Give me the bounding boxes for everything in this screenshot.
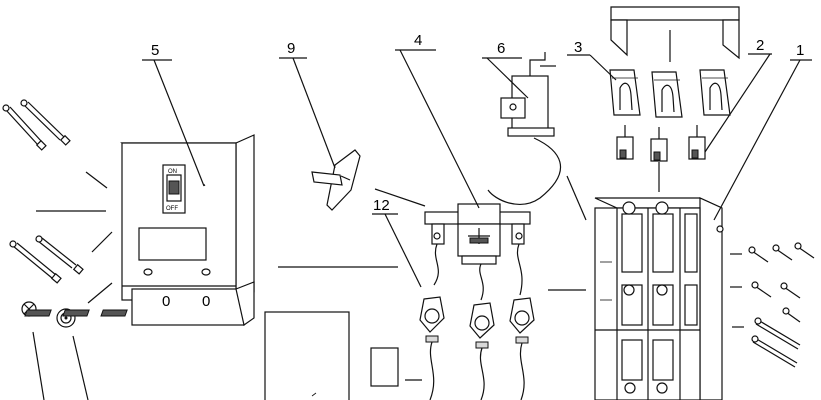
callout-12: 12	[373, 197, 390, 214]
part-5-solenoid	[487, 52, 562, 205]
leader-5	[486, 57, 529, 99]
part-12-heater-elements	[419, 243, 535, 400]
callout-6: 5	[151, 42, 159, 59]
part-6-front-panel: ON OFF 0 0	[24, 134, 255, 327]
leader-9	[292, 57, 336, 169]
rotary-knob	[56, 308, 89, 400]
front-mark-1: 0	[162, 293, 170, 310]
explosion-line-12	[374, 188, 426, 207]
callout-4: 4	[414, 32, 422, 49]
part-2-contacts	[616, 125, 706, 192]
indicator-lamp	[21, 301, 45, 400]
part-9-handle	[311, 149, 361, 211]
callout-5: 6	[497, 40, 505, 57]
front-mark-2: 0	[202, 293, 210, 310]
explosion-line-base	[566, 175, 587, 221]
callout-1: 1	[796, 42, 804, 59]
part-4-trip-unit	[424, 203, 531, 265]
small-label-plate	[370, 347, 399, 387]
long-bolts-left	[2, 99, 71, 151]
leader-4	[399, 49, 480, 209]
leader-1	[713, 59, 801, 221]
bolts-left-lower	[9, 235, 84, 284]
leader-6	[153, 59, 205, 187]
leader-12	[384, 213, 422, 288]
switch-on-label: ON	[168, 169, 177, 175]
callout-3: 3	[574, 39, 582, 56]
callout-9: 9	[287, 40, 295, 57]
mounting-plate	[264, 311, 350, 400]
part-1-base	[594, 197, 724, 400]
explosion-lines-6	[36, 171, 113, 304]
part-3-arc-chutes	[609, 69, 731, 118]
leader-3	[589, 54, 617, 81]
screws-right	[730, 242, 815, 368]
arc-chute-cover	[610, 6, 740, 60]
callout-2: 2	[756, 37, 764, 54]
switch-off-label: OFF	[166, 206, 178, 212]
leader-2	[704, 53, 771, 153]
